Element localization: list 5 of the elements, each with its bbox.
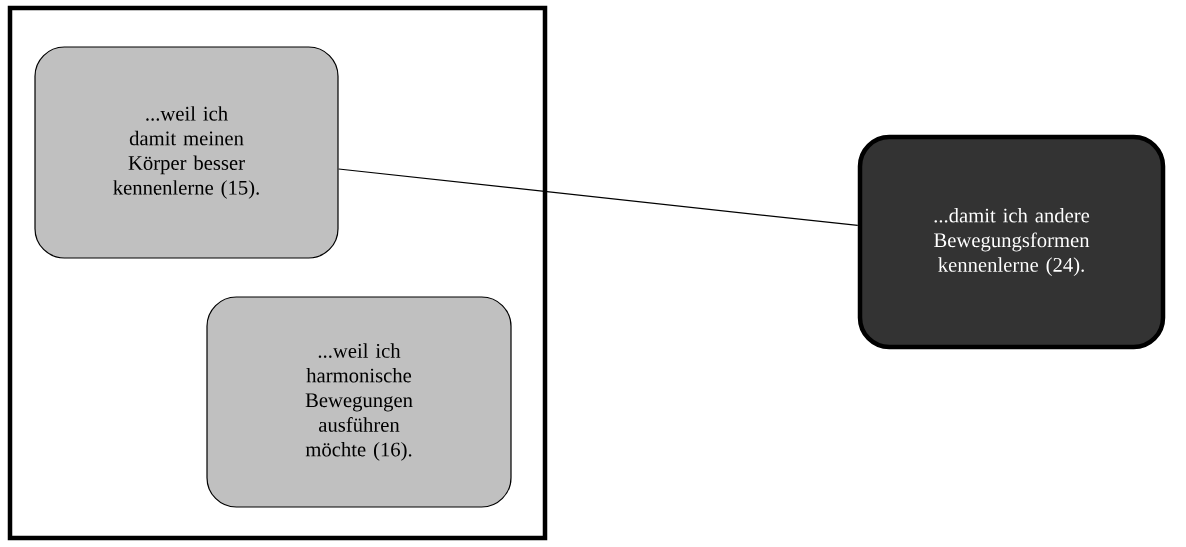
connector-line [338,168,859,227]
frame-box [7,5,548,541]
rounded-box: ...damit ich andere Bewegungsformen kennenlerne (24). [857,134,1166,350]
rounded-box: ...weil ich harmonische Bewegungen ausführen möchte (16). [206,296,512,508]
rounded-box: ...weil ich damit meinen Körper besser kennenlerne (15). [34,46,339,259]
